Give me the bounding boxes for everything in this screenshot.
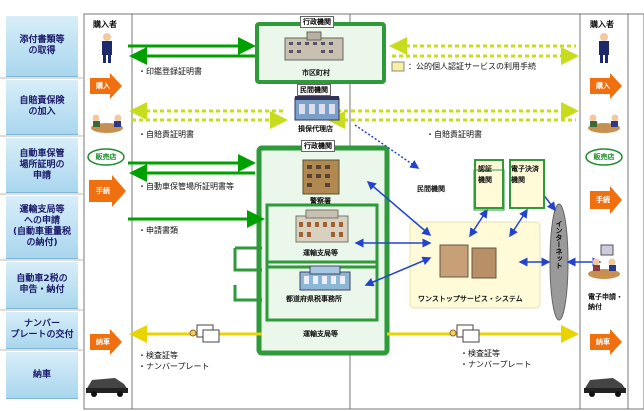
insurance-agent-label: 損保代理店: [298, 125, 333, 133]
e-application-label: 電子申請・ 納付: [588, 293, 623, 311]
step-auto-tax: 自動車2税の 申告・納付: [6, 262, 78, 309]
step-insurance: 自賠責保険 の加入: [6, 80, 78, 135]
application-docs-label: ・申請書類: [138, 226, 178, 235]
jibaiseki-left-label: ・自賠責証明書: [138, 130, 194, 139]
server-icon: [439, 244, 497, 279]
onestop-system-label: ワンストップサービス・システム: [418, 295, 523, 303]
gov-header-2: 行政機関: [301, 140, 335, 152]
delivery-arrow-left: [90, 329, 122, 355]
step-transport-application: 運輸支局等 への申請 (自動車重量税 の納付): [6, 196, 78, 259]
jibaiseki-right-label: ・自賠責証明書: [426, 130, 482, 139]
epay-org-label: 電子決済 機関: [511, 165, 539, 184]
buy-badge-left: 購入: [96, 82, 110, 90]
public-auth-legend: ：公的個人認証サービスの利用手続: [408, 62, 536, 71]
procedure-badge-right: 手続: [596, 196, 610, 204]
police-label: 警察署: [310, 197, 331, 205]
purchaser-left-label: 購入者: [93, 20, 117, 29]
procedure-badge-left: 手続: [96, 187, 110, 195]
gov-header-1: 行政機関: [300, 16, 334, 28]
cert-org-label: 認証 機関: [478, 165, 492, 184]
parking-cert-label: ・自動車保管場所証明書等: [138, 182, 234, 191]
step-delivery: 納車: [6, 352, 78, 399]
inspection-right-label: ・検査証等: [460, 349, 500, 358]
delivery-badge-left: 納車: [96, 338, 110, 346]
procedure-arrow-left: [89, 175, 126, 207]
private-header-1: 民間機関: [297, 84, 331, 96]
document-icon: [189, 324, 480, 343]
step-parking-cert: 自動車保管 場所証明の 申請: [6, 138, 78, 193]
city-office-label: 市区町村: [302, 69, 330, 77]
dealer-badge-right: 販売店: [593, 153, 615, 161]
people-meeting-icon: [91, 114, 123, 133]
seal-cert-label: ・印鑑登録証明書: [138, 67, 202, 76]
transport-bureau-label-2: 運輸支局等: [303, 330, 338, 338]
buy-badge-right: 購入: [596, 82, 610, 90]
plate-right-label: ・ナンバープレート: [460, 360, 532, 369]
buy-arrow-left: [90, 73, 122, 99]
delivery-badge-right: 納車: [596, 338, 610, 346]
car-icon: [86, 378, 128, 397]
person-icon: [102, 33, 112, 63]
step-obtain-documents: 添付書類等 の取得: [6, 16, 78, 77]
plate-left-label: ・ナンバープレート: [138, 362, 210, 371]
purchaser-right-label: 購入者: [590, 20, 614, 29]
dealer-badge-left: 販売店: [95, 153, 117, 161]
pref-tax-office-label: 都道府県税事務所: [286, 295, 342, 303]
internet-label: インターネット: [555, 220, 563, 269]
inspection-left-label: ・検査証等: [138, 351, 178, 360]
step-number-plate: ナンバー プレートの交付: [6, 312, 78, 349]
private-header-2: 民間機関: [417, 185, 445, 193]
building-icon: [284, 31, 344, 61]
transport-bureau-label-1: 運輸支局等: [303, 249, 338, 257]
